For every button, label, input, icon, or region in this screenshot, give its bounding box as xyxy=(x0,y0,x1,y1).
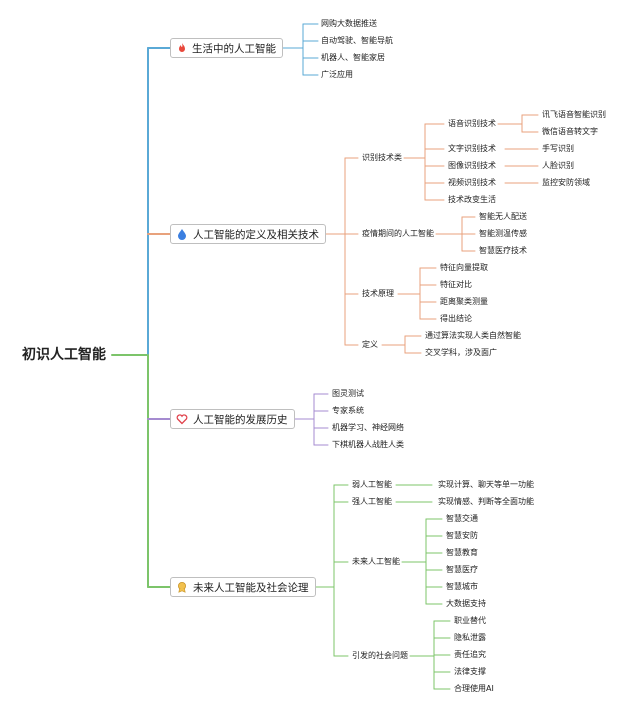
leaf-item[interactable]: 智慧教育 xyxy=(446,548,478,557)
badge-icon xyxy=(175,580,189,594)
leaf-item[interactable]: 智慧安防 xyxy=(446,531,478,540)
leaf-item[interactable]: 实现情感、判断等全面功能 xyxy=(438,497,534,506)
leaf-item[interactable]: 职业替代 xyxy=(454,616,486,625)
leaf-item[interactable]: 智慧医疗技术 xyxy=(479,246,527,255)
leaf-item[interactable]: 隐私泄露 xyxy=(454,633,486,642)
leaf-item[interactable]: 微信语音转文字 xyxy=(542,127,598,136)
leaf-item[interactable]: 广泛应用 xyxy=(321,70,353,79)
leaf-item[interactable]: 监控安防领域 xyxy=(542,178,590,187)
leaf-item[interactable]: 专家系统 xyxy=(332,406,364,415)
item-speech-recognition[interactable]: 语音识别技术 xyxy=(448,119,496,128)
leaf-item[interactable]: 责任追究 xyxy=(454,650,486,659)
leaf-item[interactable]: 特征对比 xyxy=(440,280,472,289)
branch-label: 人工智能的发展历史 xyxy=(193,413,288,426)
subtopic-weak-ai[interactable]: 弱人工智能 xyxy=(352,480,392,489)
leaf-item[interactable]: 图灵测试 xyxy=(332,389,364,398)
leaf-item[interactable]: 下棋机器人战胜人类 xyxy=(332,440,404,449)
branch-label: 人工智能的定义及相关技术 xyxy=(193,228,319,241)
item-video-recognition[interactable]: 视频识别技术 xyxy=(448,178,496,187)
leaf-item[interactable]: 通过算法实现人类自然智能 xyxy=(425,331,521,340)
branch-future-ai-ethics[interactable]: 未来人工智能及社会论理 xyxy=(170,577,316,597)
root-topic[interactable]: 初识人工智能 xyxy=(22,347,106,363)
leaf-item[interactable]: 法律支撑 xyxy=(454,667,486,676)
leaf-item[interactable]: 智慧城市 xyxy=(446,582,478,591)
leaf-item[interactable]: 距离聚类测量 xyxy=(440,297,488,306)
subtopic-strong-ai[interactable]: 强人工智能 xyxy=(352,497,392,506)
leaf-item[interactable]: 实现计算、聊天等单一功能 xyxy=(438,480,534,489)
branch-label: 生活中的人工智能 xyxy=(192,42,276,55)
leaf-item[interactable]: 机器学习、神经网络 xyxy=(332,423,404,432)
fire-icon xyxy=(175,41,188,55)
water-drop-icon xyxy=(175,227,189,241)
branch-ai-history[interactable]: 人工智能的发展历史 xyxy=(170,409,295,429)
leaf-item[interactable]: 网购大数据推送 xyxy=(321,19,377,28)
subtopic-future-ai[interactable]: 未来人工智能 xyxy=(352,557,400,566)
leaf-item[interactable]: 人脸识别 xyxy=(542,161,574,170)
branch-life-ai[interactable]: 生活中的人工智能 xyxy=(170,38,283,58)
leaf-item[interactable]: 合理使用AI xyxy=(454,684,494,693)
branch-ai-definition[interactable]: 人工智能的定义及相关技术 xyxy=(170,224,326,244)
item-image-recognition[interactable]: 图像识别技术 xyxy=(448,161,496,170)
branch-label: 未来人工智能及社会论理 xyxy=(193,581,309,594)
item-tech-changes-life[interactable]: 技术改变生活 xyxy=(448,195,496,204)
leaf-item[interactable]: 机器人、智能家居 xyxy=(321,53,385,62)
leaf-item[interactable]: 自动驾驶、智能导航 xyxy=(321,36,393,45)
leaf-item[interactable]: 智慧医疗 xyxy=(446,565,478,574)
leaf-item[interactable]: 讯飞语音智能识别 xyxy=(542,110,606,119)
leaf-item[interactable]: 特征向量提取 xyxy=(440,263,488,272)
leaf-item[interactable]: 交叉学科，涉及面广 xyxy=(425,348,497,357)
subtopic-epidemic-ai[interactable]: 疫情期间的人工智能 xyxy=(362,229,434,238)
subtopic-principle[interactable]: 技术原理 xyxy=(362,289,394,298)
subtopic-social-issues[interactable]: 引发的社会问题 xyxy=(352,651,408,660)
leaf-item[interactable]: 智慧交通 xyxy=(446,514,478,523)
subtopic-definition[interactable]: 定义 xyxy=(362,340,378,349)
leaf-item[interactable]: 智能无人配送 xyxy=(479,212,527,221)
item-text-recognition[interactable]: 文字识别技术 xyxy=(448,144,496,153)
leaf-item[interactable]: 手写识别 xyxy=(542,144,574,153)
heart-icon xyxy=(175,412,189,426)
subtopic-recognition[interactable]: 识别技术类 xyxy=(362,153,402,162)
leaf-item[interactable]: 得出结论 xyxy=(440,314,472,323)
leaf-item[interactable]: 智能测温传感 xyxy=(479,229,527,238)
leaf-item[interactable]: 大数据支持 xyxy=(446,599,486,608)
